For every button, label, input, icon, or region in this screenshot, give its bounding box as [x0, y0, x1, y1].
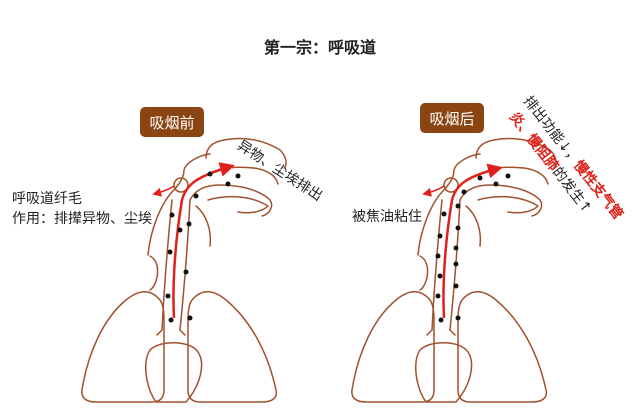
right-lung-right [457, 291, 548, 403]
right-airway [351, 137, 557, 403]
left-cilia-circle [173, 177, 189, 193]
right-nose [475, 137, 557, 169]
tar-label: 被焦油粘住 [352, 209, 422, 225]
right-heart [414, 342, 473, 403]
left-trachea [161, 199, 191, 331]
left-arrows [152, 162, 235, 319]
right-cilia-circle [443, 177, 459, 193]
left-airway [81, 137, 287, 403]
left-particles [165, 171, 241, 323]
left-palate [207, 195, 269, 214]
after-smoking-tag: 吸烟后 [420, 103, 484, 133]
before-smoking-tag: 吸烟前 [140, 107, 204, 137]
right-particles [435, 173, 511, 323]
left-lung-left [81, 291, 165, 403]
left-lung-right [187, 291, 278, 403]
left-throat [147, 153, 211, 256]
cilia-label: 呼吸道纤毛 [12, 191, 82, 207]
right-lung-left [351, 291, 435, 403]
cilia-function-label: 作用：排撵异物、尘埃 [12, 211, 152, 227]
right-throat [417, 153, 481, 256]
left-heart [144, 342, 203, 403]
right-palate [477, 195, 539, 214]
left-nose [205, 137, 287, 169]
page-title: 第一宗：呼吸道 [263, 38, 376, 57]
right-arrows [422, 163, 503, 319]
